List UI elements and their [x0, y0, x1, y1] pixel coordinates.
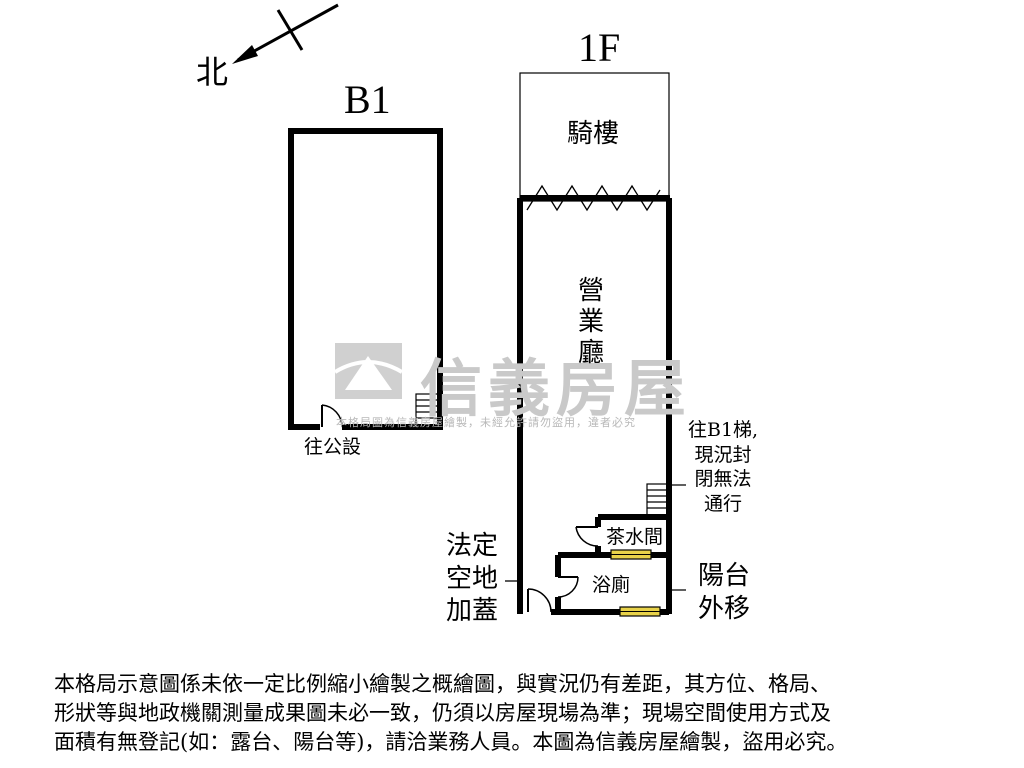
hall-label: 營業廳: [577, 276, 604, 369]
brand-logo-icon: [333, 343, 404, 399]
b1-exit-label: 往公設: [304, 436, 362, 458]
legal-space-line: 法定: [446, 531, 499, 561]
watermark-brand: 信義房屋: [420, 352, 693, 425]
bathroom-door-icon: [557, 576, 579, 598]
watermark-fine-print: 本格局圖為信義房屋繪製，未經允許請勿盜用，違者必究: [336, 416, 636, 429]
legal-space-line: 空地: [446, 563, 499, 594]
f1-title: 1F: [578, 25, 621, 70]
bathroom-label: 浴廁: [592, 574, 631, 596]
f1-stairs-icon: [646, 483, 668, 517]
disclaimer-line: 形狀等與地政機關測量成果圖未必一致，仍須以房屋現場為準；現場空間使用方式及: [54, 700, 831, 725]
b1-stairs-icon: [415, 393, 439, 426]
disclaimer: 本格局示意圖係未依一定比例縮小繪製之概繪圖，與實況仍有差距，其方位、格局、 形狀…: [54, 670, 984, 757]
tea-room-label: 茶水間: [606, 526, 664, 548]
disclaimer-line: 本格局示意圖係未依一定比例縮小繪製之概繪圖，與實況仍有差距，其方位、格局、: [54, 672, 831, 696]
balcony-line: 外移: [698, 593, 751, 624]
b1-door-icon: [321, 404, 343, 428]
balcony-label: 陽台 外移: [698, 560, 750, 625]
stair-note-line: 通行: [704, 493, 743, 516]
entry-door-icon: [527, 588, 552, 613]
legal-space-line: 加蓋: [446, 596, 499, 626]
balcony-line: 陽台: [698, 561, 751, 591]
stair-note-line: 現況封: [694, 443, 752, 466]
tea-room-door-icon: [575, 526, 599, 547]
stair-note-line: 閉無法: [694, 468, 752, 491]
b1-outline: [288, 128, 443, 430]
north-arrow-icon: [232, 3, 339, 64]
north-label: 北: [196, 53, 229, 91]
stair-note: 往B1梯, 現況封 閉無法 通行: [688, 418, 758, 517]
arcade-label: 騎樓: [567, 119, 620, 149]
legal-space-label: 法定 空地 加蓋: [446, 530, 498, 628]
disclaimer-line: 面積有無登記(如：露台、陽台等)，請洽業務人員。本圖為信義房屋繪製，盜用必究。: [54, 729, 848, 754]
stair-note-line: 往B1梯,: [688, 419, 759, 441]
b1-title: B1: [344, 77, 391, 122]
